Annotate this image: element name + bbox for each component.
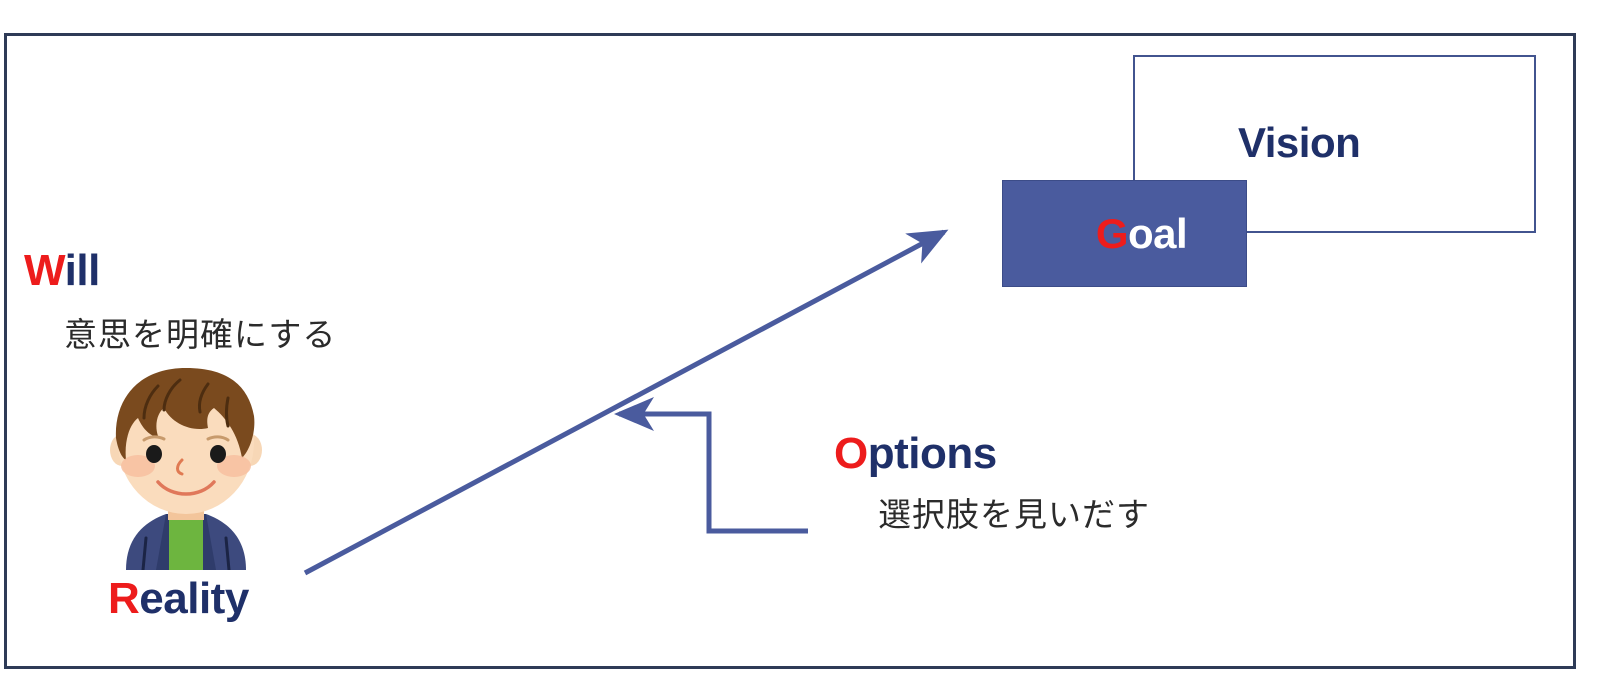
eye-left-shape [146,445,162,463]
cheek-left-shape [121,455,155,477]
jacket-seam-left [141,536,148,570]
nose-shape [176,458,184,476]
reality-label: Reality [108,577,249,621]
hair-strand-4 [225,396,230,428]
eyebrow-left [142,435,166,442]
goal-label-lead: G [1095,209,1129,257]
goal-box-label: Goal [1062,209,1188,258]
eye-right-shape [210,445,226,463]
will-label-rest: ill [64,246,101,295]
hair-strand-3 [198,382,210,414]
hair-strand-2 [162,378,182,412]
mouth-shape [156,480,216,496]
vision-box-label: Vision [1238,119,1361,166]
options-label: Options [834,432,997,476]
eyebrow-right [206,435,230,442]
goal-label-rest: oal [1127,209,1188,257]
reality-label-rest: eality [139,574,249,623]
options-label-lead: O [834,429,868,478]
will-label: Will [24,249,100,293]
person-illustration [110,368,262,570]
hair-strand-1 [142,384,160,420]
reality-label-lead: R [108,574,140,623]
options-label-rest: ptions [867,429,997,478]
hair-shape [115,368,255,460]
will-subtitle-jp: 意思を明確にする [64,315,337,354]
jacket-lapel-right [203,514,216,570]
goal-box[interactable]: Goal [1002,180,1247,287]
will-label-lead: W [24,246,65,295]
shirt-shape [169,514,203,570]
options-subtitle-jp: 選択肢を見いだす [878,495,1150,534]
jacket-lapel-left [156,514,169,570]
jacket-seam-right [224,536,231,570]
cheek-right-shape [217,455,251,477]
